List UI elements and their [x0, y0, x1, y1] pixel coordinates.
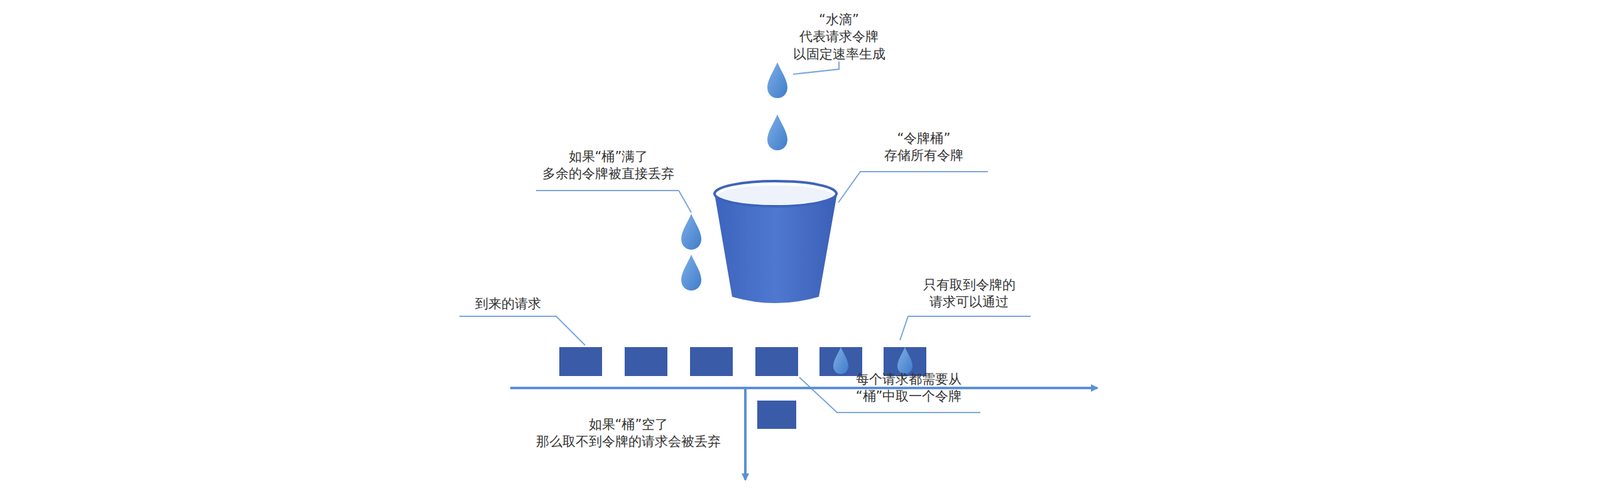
take-note: 每个请求都需要从 “桶”中取一个令牌	[855, 370, 963, 406]
token-drop	[767, 114, 788, 151]
token-drop	[897, 346, 913, 374]
request-squares	[559, 346, 927, 429]
token-drop	[833, 346, 849, 374]
bucket	[714, 180, 838, 303]
flow-axis	[510, 386, 1098, 390]
overflow-note: 如果“桶”满了 多余的令牌被直接丢弃	[542, 148, 675, 183]
leader-lines	[459, 61, 1031, 413]
pass-note: 只有取到令牌的 请求可以通过	[923, 276, 1016, 312]
incoming-note: 到来的请求	[475, 295, 542, 313]
drop-note: “水滴” 代表请求令牌 以固定速率生成	[793, 11, 886, 63]
reject-note: 如果“桶”空了 那么取不到令牌的请求会被丢弃	[536, 416, 721, 451]
token-drop	[681, 213, 702, 250]
drop-axis	[744, 387, 747, 480]
bucket-note: “令牌桶” 存储所有令牌	[884, 130, 964, 165]
token-drop	[681, 254, 702, 291]
token-drop	[767, 62, 788, 99]
